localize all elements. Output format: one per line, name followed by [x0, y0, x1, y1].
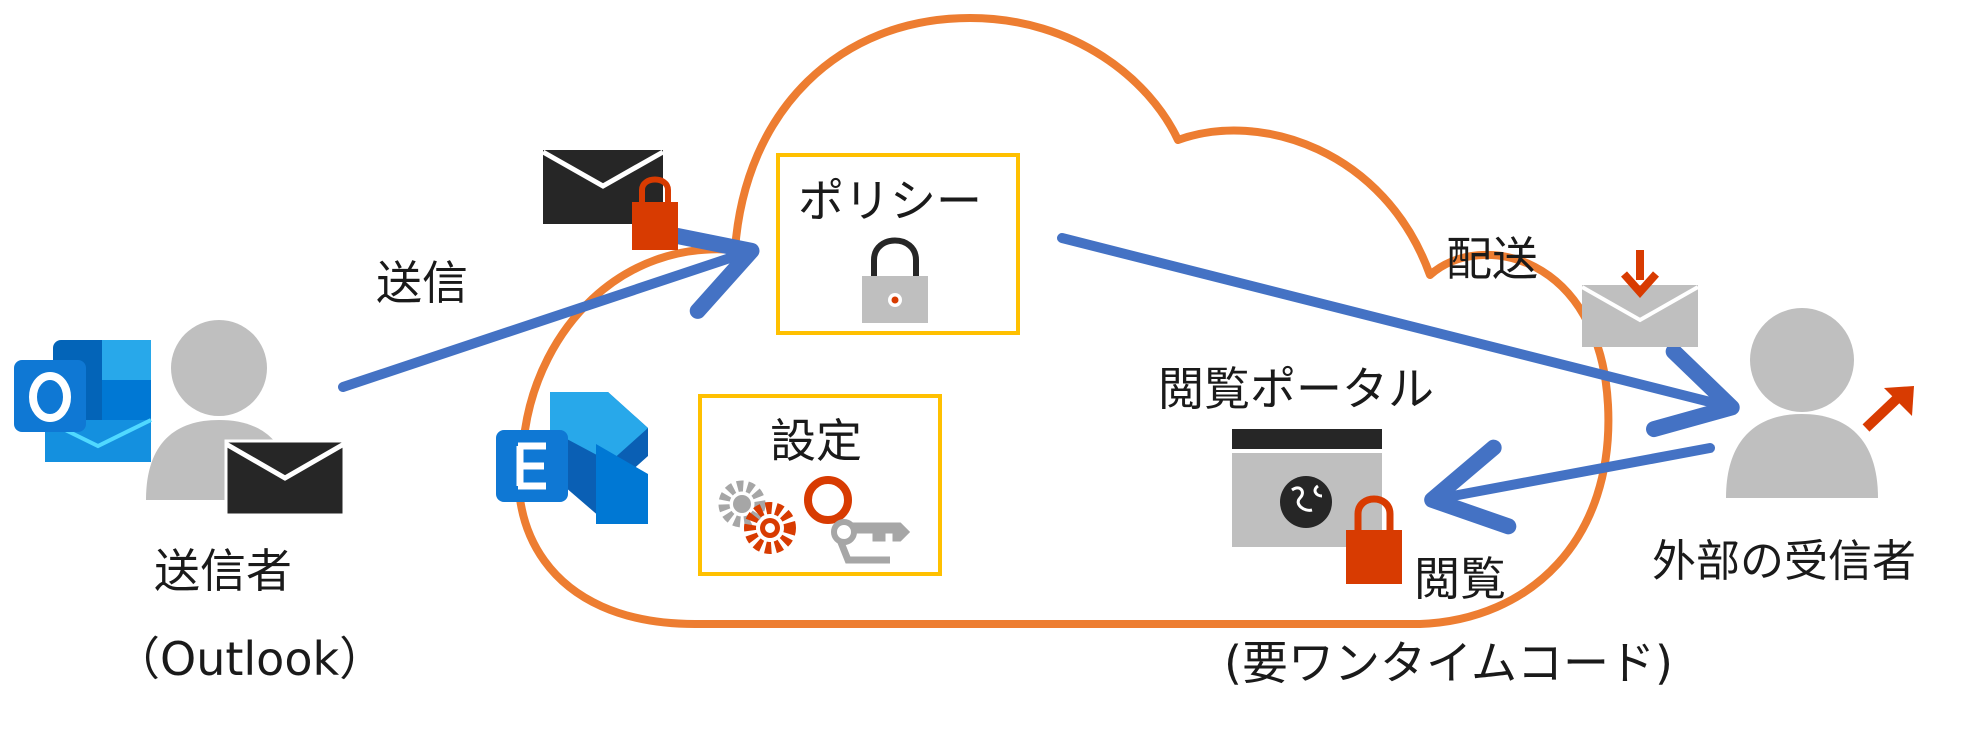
view-arrow — [1424, 439, 1715, 535]
settings-box — [698, 394, 942, 576]
cloud-outline — [514, 14, 1613, 628]
recipient-label: 外部の受信者 — [1652, 536, 1916, 587]
policy-label: ポリシー — [798, 174, 982, 228]
key-icon — [804, 476, 911, 564]
send-label: 送信 — [376, 256, 468, 310]
gears-icon — [718, 480, 796, 554]
policy-lock-icon — [862, 237, 928, 323]
sender-app-label: （Outlook） — [114, 632, 386, 686]
portal-label: 閲覧ポータル — [1158, 362, 1434, 416]
otp-note-label: (要ワンタイムコード) — [1224, 636, 1673, 690]
outlook-icon — [14, 340, 152, 462]
sender-label: 送信者 — [154, 544, 292, 598]
locked-mail-icon — [541, 149, 678, 250]
portal-lock-icon — [1346, 495, 1402, 584]
sender-mail-icon — [224, 439, 346, 517]
recipient-person-icon — [1726, 308, 1878, 498]
exchange-icon — [496, 392, 648, 524]
policy-box — [776, 153, 1020, 335]
settings-label: 設定 — [770, 414, 862, 468]
incoming-mail-icon — [1581, 250, 1699, 347]
view-label: 閲覧 — [1414, 552, 1506, 606]
deliver-arrow — [1057, 233, 1740, 438]
send-arrow — [338, 227, 760, 392]
deliver-label: 配送 — [1446, 232, 1538, 286]
external-arrow-icon — [1862, 386, 1914, 432]
